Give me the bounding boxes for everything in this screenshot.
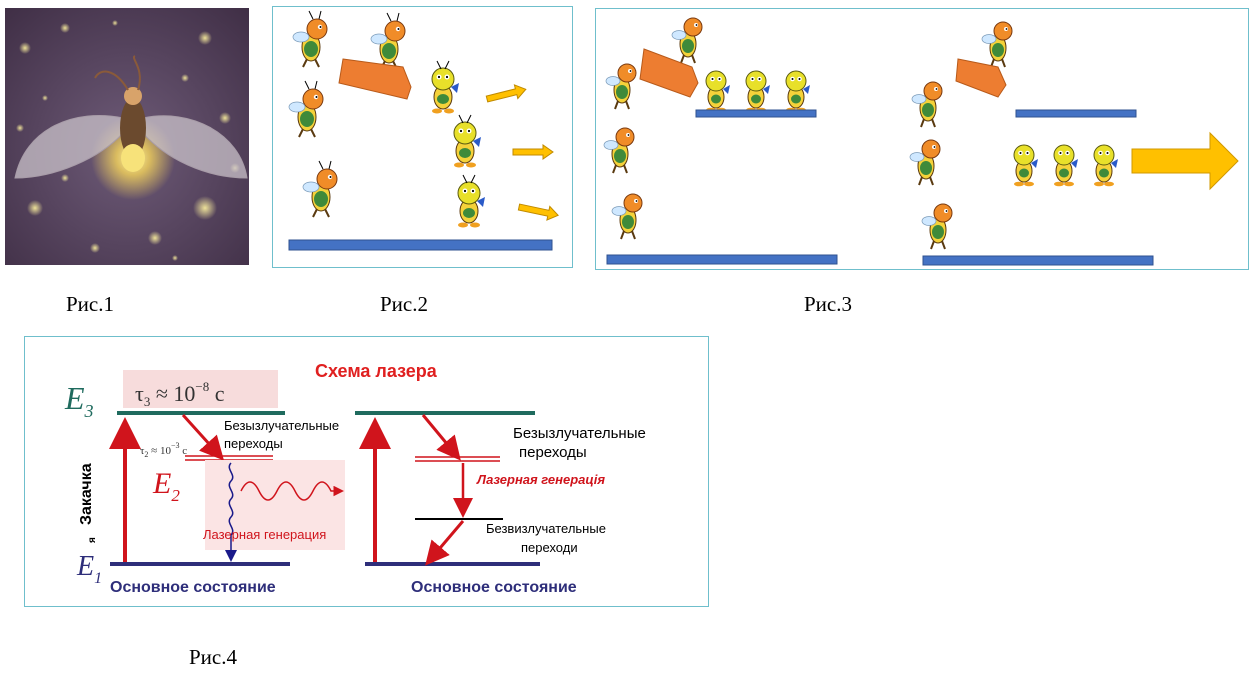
nonrad-right-line1: Безызлучательные xyxy=(513,425,646,442)
excited-particle-icon xyxy=(302,160,338,218)
arrow-right-icon xyxy=(484,82,529,107)
photon-particle-icon xyxy=(1053,144,1079,187)
excited-particle-icon xyxy=(981,21,1013,68)
fig1-caption: Рис.1 xyxy=(66,292,114,316)
nonrad-arrow-right-bottom xyxy=(425,520,465,566)
arrow-right-icon xyxy=(517,199,561,223)
ground-bar xyxy=(922,255,1154,266)
fig3-graphic xyxy=(603,17,1239,266)
nonrad-arrow-right-top xyxy=(421,414,461,461)
fig3-caption: Рис.3 xyxy=(804,292,852,316)
photon-particle-icon xyxy=(1093,144,1119,187)
fig4-caption: Рис.4 xyxy=(189,645,237,669)
firefly-photo xyxy=(5,8,249,265)
photon-particle-icon xyxy=(745,70,771,113)
tau3-box xyxy=(123,370,278,408)
e1-label: E1 xyxy=(76,551,102,587)
excited-particle-icon xyxy=(288,80,324,138)
ground-right-label: Основное состояние xyxy=(411,579,577,596)
excited-particle-icon xyxy=(603,127,635,174)
photon-particle-icon xyxy=(1013,144,1039,187)
laser-scheme-diagram: Схема лазера τ3 ≈ 10−8 c E3 E2 E1 τ2 ≈ 1… xyxy=(64,361,646,596)
ground-bar xyxy=(288,239,553,251)
upper-bar xyxy=(695,109,817,118)
nonrad-right-low-line1: Безвизлучательные xyxy=(486,521,606,536)
excited-particle-icon xyxy=(370,12,406,70)
pump-suffix: я xyxy=(87,537,98,543)
laser-right-label: Лазерная генерація xyxy=(476,472,605,487)
upper-bar xyxy=(1015,109,1137,118)
laser-box-left xyxy=(205,460,345,550)
firefly-photo-graphic xyxy=(5,8,249,265)
excited-particle-icon xyxy=(671,17,703,64)
photon-particle-icon xyxy=(431,60,460,114)
photon-particle-icon xyxy=(453,114,482,168)
excited-particle-icon xyxy=(909,139,941,186)
tau3-label: τ3 ≈ 10−8 c xyxy=(135,379,225,409)
nonrad-arrow-left xyxy=(181,413,225,461)
excited-particle-icon xyxy=(292,10,328,68)
fig2-graphic xyxy=(288,10,561,251)
excited-particle-icon xyxy=(611,193,643,240)
nonrad-left-line1: Безызлучательные xyxy=(224,418,339,433)
photon-particle-icon xyxy=(457,174,486,228)
nonrad-left-line2: переходы xyxy=(224,436,283,451)
emission-wave-arrow xyxy=(225,462,237,562)
nonrad-right-low-line2: переходи xyxy=(521,540,578,555)
fig2-panel xyxy=(272,6,573,268)
excited-particle-icon xyxy=(911,81,943,128)
tau2-label: τ2 ≈ 10−3 c xyxy=(140,441,187,459)
big-arrow-icon xyxy=(1131,131,1239,191)
fig4-panel: Схема лазера τ3 ≈ 10−8 c E3 E2 E1 τ2 ≈ 1… xyxy=(24,336,709,607)
ground-left-label: Основное состояние xyxy=(110,579,276,596)
photon-particle-icon xyxy=(785,70,811,113)
ramp-shape xyxy=(338,58,412,100)
pump-label: Закачка xyxy=(78,463,95,525)
nonrad-right-line2: переходы xyxy=(519,444,587,461)
fig2-caption: Рис.2 xyxy=(380,292,428,316)
e2-label: E2 xyxy=(152,467,180,505)
ramp-shape xyxy=(955,58,1007,98)
e3-label: E3 xyxy=(64,380,94,421)
photon-wave-icon xyxy=(240,481,344,501)
ground-bar xyxy=(606,254,838,265)
excited-particle-icon xyxy=(921,203,953,250)
laser-left-label: Лазерная генерация xyxy=(203,527,326,542)
fig3-panel xyxy=(595,8,1249,270)
photon-particle-icon xyxy=(705,70,731,113)
excited-particle-icon xyxy=(605,63,637,110)
diagram-title: Схема лазера xyxy=(315,361,438,381)
arrow-right-icon xyxy=(512,144,554,160)
ramp-shape xyxy=(639,48,699,98)
